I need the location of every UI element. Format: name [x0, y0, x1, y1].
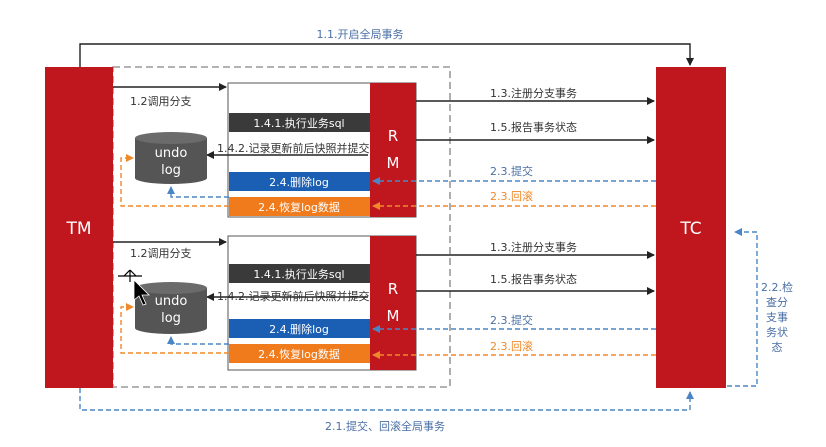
report-status-label: 1.5.报告事务状态	[490, 120, 577, 134]
record-snapshot-label: 1.4.2.记录更新前后快照并提交	[217, 289, 370, 303]
commit-branch-label: 2.3.提交	[490, 313, 533, 327]
rm-label-r: R	[388, 280, 398, 298]
register-branch-label: 1.3.注册分支事务	[490, 240, 577, 254]
delete-log-label: 2.4.删除log	[269, 175, 329, 189]
restore-log-bar	[229, 197, 370, 216]
delete-log-label: 2.4.删除log	[269, 322, 329, 336]
rm-label-r: R	[388, 127, 398, 145]
branch-1: R M 1.2调用分支 1.4.1.执行业务sql 1.4.2.记录更新前后快照…	[113, 82, 656, 218]
tc-label: TC	[679, 219, 701, 239]
check-status-label: 2.2.检 查分 支事 务状 态	[761, 280, 793, 354]
delete-log-bar	[229, 319, 370, 338]
check-status-arrow	[727, 228, 758, 387]
undo-log-db: undo log	[135, 132, 207, 184]
svg-text:undo: undo	[155, 146, 188, 161]
undo-log-db: undo log	[135, 282, 207, 334]
restore-log-arrow	[120, 303, 229, 354]
rollback-branch-label: 2.3.回滚	[490, 339, 533, 353]
svg-text:log: log	[161, 311, 181, 326]
commit-global-arrow	[79, 388, 694, 411]
tc-node[interactable]	[656, 67, 726, 388]
svg-text:务状: 务状	[766, 325, 788, 339]
svg-text:log: log	[161, 163, 181, 178]
svg-text:2.2.检: 2.2.检	[761, 280, 793, 294]
begin-global-label: 1.1.开启全局事务	[317, 27, 404, 41]
call-branch-label: 1.2调用分支	[130, 95, 192, 108]
commit-global-label: 2.1.提交、回滚全局事务	[325, 419, 445, 433]
exec-sql-bar	[229, 113, 370, 132]
record-snapshot-label: 1.4.2.记录更新前后快照并提交	[217, 141, 370, 155]
rollback-branch-label: 2.3.回滚	[490, 189, 533, 203]
delete-log-arrow	[167, 336, 229, 345]
rm-label-m: M	[387, 307, 400, 325]
exec-sql-label: 1.4.1.执行业务sql	[253, 116, 344, 130]
branch-region	[112, 66, 451, 388]
tm-node[interactable]	[45, 67, 113, 388]
svg-text:undo: undo	[155, 294, 188, 309]
exec-sql-label: 1.4.1.执行业务sql	[253, 267, 344, 281]
delete-log-bar	[229, 172, 370, 191]
svg-text:支事: 支事	[766, 311, 788, 324]
restore-log-label: 2.4.恢复log数据	[258, 347, 340, 361]
svg-text:查分: 查分	[766, 295, 788, 309]
restore-log-arrow	[120, 154, 229, 207]
exec-sql-bar	[229, 264, 370, 283]
rm-node[interactable]	[370, 83, 416, 217]
rm-label-m: M	[387, 154, 400, 172]
call-branch-label: 1.2调用分支	[130, 247, 192, 260]
svg-text:态: 态	[772, 341, 783, 354]
begin-global-arrow	[79, 43, 694, 67]
branch-2: R M 1.2调用分支 1.4.1.执行业务sql 1.4.2.记录更新前后快照…	[113, 235, 656, 371]
delete-log-arrow	[167, 186, 229, 198]
mouse-cursor-icon	[118, 269, 150, 306]
rm-node[interactable]	[370, 236, 416, 370]
tm-label: TM	[65, 219, 91, 239]
report-status-label: 1.5.报告事务状态	[490, 272, 577, 286]
restore-log-label: 2.4.恢复log数据	[258, 200, 340, 214]
register-branch-label: 1.3.注册分支事务	[490, 86, 577, 100]
commit-branch-label: 2.3.提交	[490, 164, 533, 178]
restore-log-bar	[229, 344, 370, 363]
